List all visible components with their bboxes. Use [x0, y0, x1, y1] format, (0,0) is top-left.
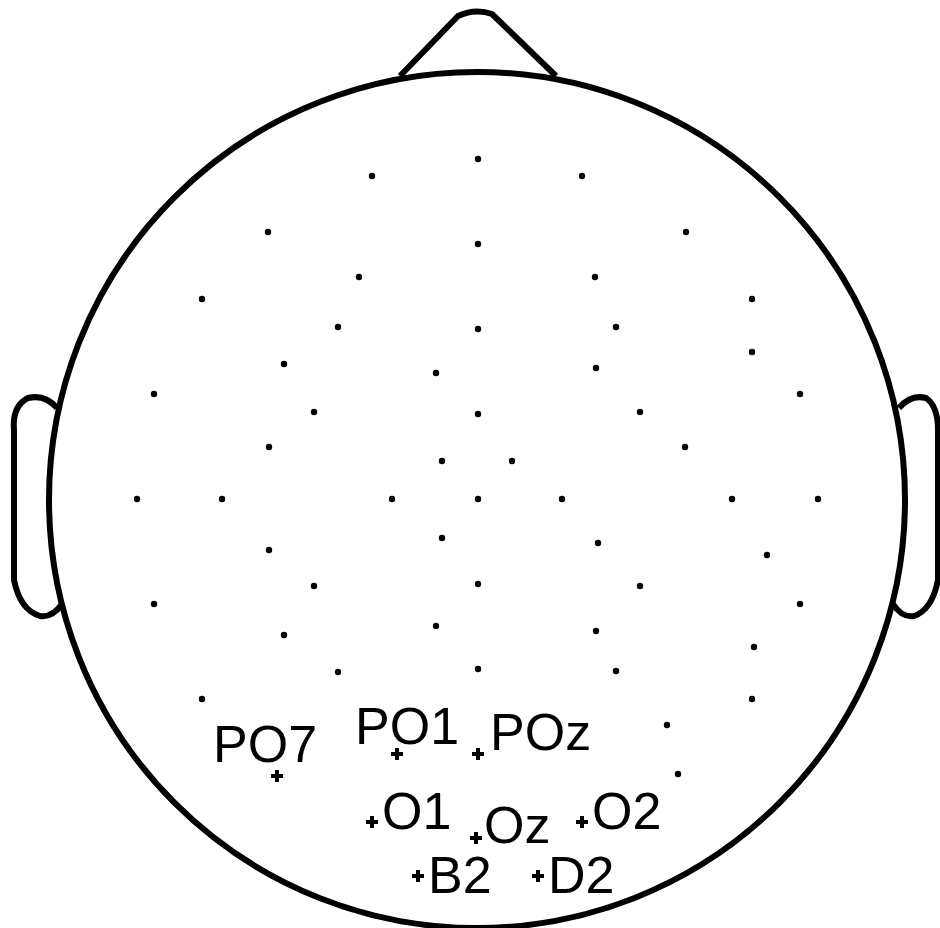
- electrode-dot: [199, 696, 205, 702]
- electrode-dot: [335, 324, 341, 330]
- electrode-dot: [311, 409, 317, 415]
- electrode-dot: [439, 458, 445, 464]
- electrode-dot: [151, 601, 157, 607]
- electrode-dot: [592, 274, 598, 280]
- electrode-label: D2: [548, 849, 614, 901]
- electrode-dot: [797, 601, 803, 607]
- electrode-cross: [366, 816, 378, 828]
- electrode-cross: [532, 870, 544, 882]
- electrode-dot: [335, 669, 341, 675]
- electrode-dot: [475, 581, 481, 587]
- electrode-dot: [815, 496, 821, 502]
- electrode-label: Oz: [484, 799, 550, 851]
- electrode-dot: [439, 535, 445, 541]
- electrode-cross: [576, 816, 588, 828]
- electrode-dot: [389, 496, 395, 502]
- electrode-dot: [682, 444, 688, 450]
- nose-outline: [400, 11, 556, 76]
- electrode-dot: [433, 623, 439, 629]
- electrode-dot: [675, 771, 681, 777]
- electrode-dot: [266, 547, 272, 553]
- electrode-dot: [764, 552, 770, 558]
- electrode-dot: [475, 411, 481, 417]
- electrode-dot: [266, 444, 272, 450]
- electrode-dot: [749, 349, 755, 355]
- electrode-dot: [281, 361, 287, 367]
- electrode-cross: [472, 748, 484, 760]
- electrode-dot: [729, 496, 735, 502]
- electrode-dot: [637, 409, 643, 415]
- electrode-dot: [751, 644, 757, 650]
- electrode-dot: [593, 628, 599, 634]
- electrode-dot: [613, 668, 619, 674]
- electrode-cross: [412, 870, 424, 882]
- electrode-dot: [219, 496, 225, 502]
- electrode-dot: [311, 583, 317, 589]
- electrode-cross: [470, 832, 482, 844]
- electrode-dot: [637, 583, 643, 589]
- electrode-dot: [613, 324, 619, 330]
- electrode-dot: [797, 391, 803, 397]
- electrode-dot: [683, 229, 689, 235]
- electrode-dots: [134, 156, 821, 777]
- electrode-dot: [475, 496, 481, 502]
- electrode-dot: [433, 370, 439, 376]
- electrode-dot: [199, 296, 205, 302]
- electrode-dot: [281, 632, 287, 638]
- electrode-label: PO7: [213, 718, 317, 770]
- electrode-label: POz: [490, 706, 591, 758]
- electrode-dot: [749, 296, 755, 302]
- electrode-dot: [151, 391, 157, 397]
- electrode-dot: [664, 722, 670, 728]
- electrode-label: O1: [382, 785, 451, 837]
- electrode-label: PO1: [355, 700, 459, 752]
- electrode-dot: [475, 326, 481, 332]
- electrode-label: B2: [428, 849, 492, 901]
- electrode-dot: [749, 696, 755, 702]
- electrode-dot: [475, 666, 481, 672]
- electrode-dot: [134, 496, 140, 502]
- electrode-dot: [579, 173, 585, 179]
- head-outline: [49, 72, 905, 928]
- electrode-cross: [271, 770, 283, 782]
- electrode-dot: [475, 156, 481, 162]
- electrode-dot: [509, 458, 515, 464]
- electrode-dot: [559, 496, 565, 502]
- electrode-dot: [475, 241, 481, 247]
- electrode-dot: [356, 274, 362, 280]
- electrode-dot: [593, 365, 599, 371]
- electrode-dot: [595, 540, 601, 546]
- electrode-label: O2: [592, 785, 661, 837]
- electrode-dot: [369, 173, 375, 179]
- electrode-dot: [265, 229, 271, 235]
